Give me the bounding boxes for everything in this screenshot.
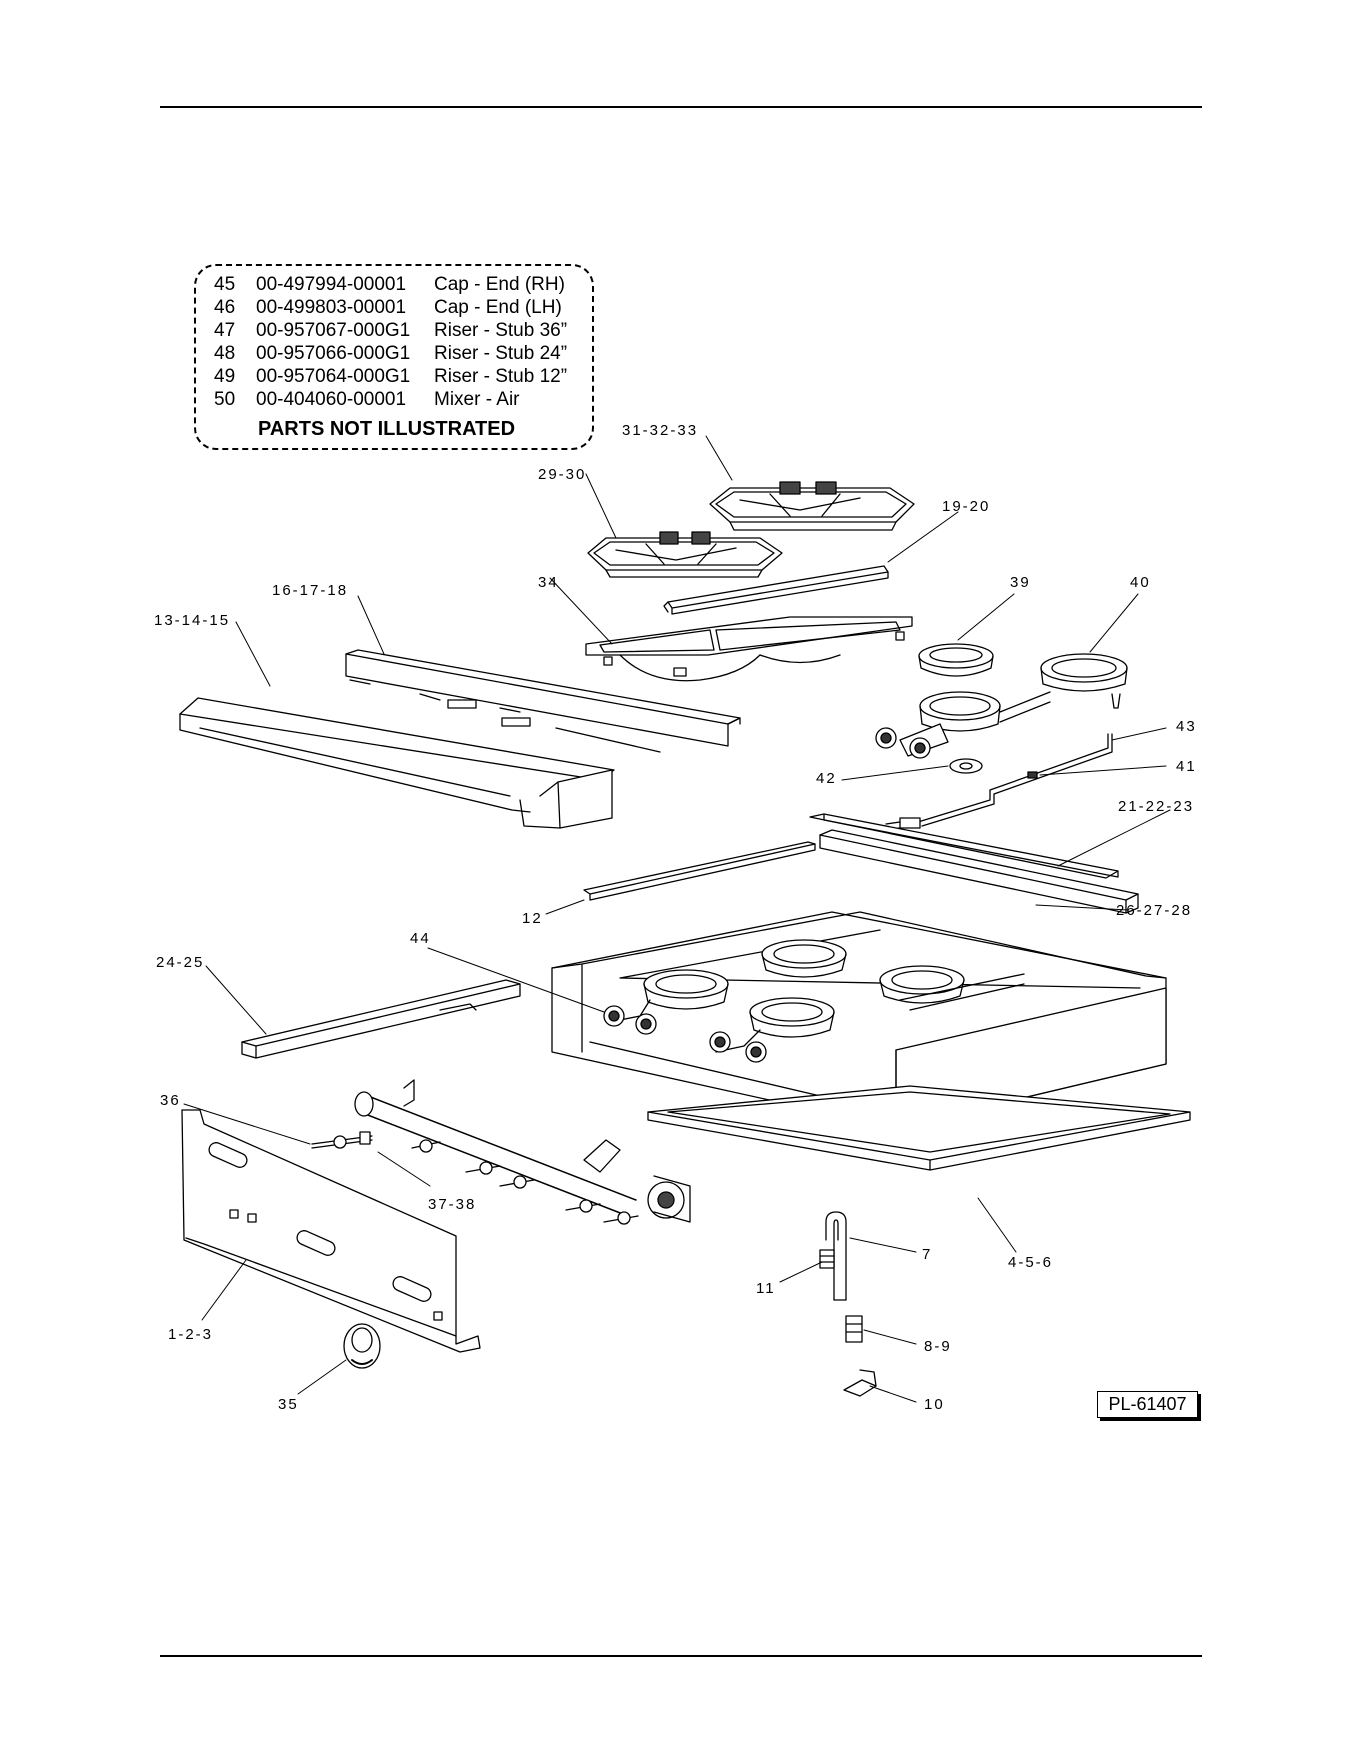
pni-item: 50 [214, 389, 236, 410]
callout-24-25: 24-25 [156, 954, 205, 971]
callout-11: 11 [756, 1280, 776, 1297]
callout-34: 34 [538, 574, 559, 591]
rear-panel-26 [819, 829, 1139, 914]
pni-item: 47 [214, 320, 236, 341]
pni-description: Riser - Stub 24” [434, 343, 568, 364]
side-bracket-24 [241, 979, 521, 1059]
pni-description: Cap - End (LH) [434, 297, 562, 318]
knob-35 [343, 1323, 381, 1369]
pni-part-no: 00-957064-000G1 [256, 366, 411, 387]
pni-item: 48 [214, 343, 236, 364]
pni-part-no: 00-404060-00001 [256, 389, 407, 410]
callout-31-32-33: 31-32-33 [622, 422, 699, 439]
thermocouple-43 [885, 733, 1113, 831]
callout-19-20: 19-20 [942, 498, 991, 515]
manifold-36 [354, 1079, 691, 1223]
callout-40: 40 [1130, 574, 1151, 591]
callout-4-5-6: 4-5-6 [1008, 1254, 1054, 1271]
pni-title: PARTS NOT ILLUSTRATED [258, 418, 516, 440]
callout-16-17-18: 16-17-18 [272, 582, 349, 599]
front-shelf-13 [179, 697, 615, 829]
top-grate-left [587, 531, 783, 578]
pni-item: 46 [214, 297, 236, 318]
bottom-frame-4 [647, 1085, 1191, 1171]
pni-part-no: 00-497994-00001 [256, 274, 407, 295]
callout-44: 44 [410, 930, 431, 947]
top-grate-right [709, 481, 915, 531]
bracket-10 [843, 1369, 877, 1397]
front-panel-1 [181, 1109, 481, 1353]
heat-shield-42 [949, 758, 983, 774]
valve-36 [311, 1131, 639, 1225]
gas-pipe-7 [825, 1211, 847, 1301]
rear-shelf-16 [345, 649, 741, 753]
pni-description: Riser - Stub 36” [434, 320, 568, 341]
pni-item: 49 [214, 366, 236, 387]
pni-description: Riser - Stub 12” [434, 366, 568, 387]
callout-29-30: 29-30 [538, 466, 587, 483]
callout-42: 42 [816, 770, 837, 787]
leader-lines [183, 435, 1171, 1403]
pni-item: 45 [214, 274, 236, 295]
pni-part-no: 00-957066-000G1 [256, 343, 411, 364]
side-angle-12 [583, 841, 816, 901]
callout-21-22-23: 21-22-23 [1118, 798, 1195, 815]
front-strip [663, 565, 889, 615]
top-frame [585, 616, 913, 682]
callout-41: 41 [1176, 758, 1197, 775]
bottom-rule [160, 1655, 1202, 1657]
callout-10: 10 [924, 1396, 945, 1413]
callout-12: 12 [522, 910, 543, 927]
callout-37-38: 37-38 [428, 1196, 477, 1213]
burner-assembly-40 [875, 653, 1128, 759]
top-rule [160, 106, 1202, 108]
callout-8-9: 8-9 [924, 1338, 952, 1355]
pni-part-no: 00-499803-00001 [256, 297, 407, 318]
callout-43: 43 [1176, 718, 1197, 735]
callout-36: 36 [160, 1092, 181, 1109]
pni-description: Mixer - Air [434, 389, 520, 410]
drawing-number: PL-61407 [1097, 1391, 1198, 1418]
pni-description: Cap - End (RH) [434, 274, 565, 295]
callout-39: 39 [1010, 574, 1031, 591]
rear-angle-21 [809, 813, 1119, 879]
callout-7: 7 [922, 1246, 933, 1263]
parts-not-illustrated-box: 45 00-497994-00001 Cap - End (RH) 46 00-… [194, 264, 594, 450]
pni-part-no: 00-957067-000G1 [256, 320, 411, 341]
fitting-11 [819, 1249, 835, 1269]
burner-ring-39 [918, 643, 994, 677]
callout-35: 35 [278, 1396, 299, 1413]
callout-26-27-28: 26-27-28 [1116, 902, 1193, 919]
nut-41 [1027, 771, 1038, 779]
callout-1-2-3: 1-2-3 [168, 1326, 214, 1343]
callout-13-14-15: 13-14-15 [154, 612, 231, 629]
regulator-fitting-8 [845, 1315, 863, 1343]
